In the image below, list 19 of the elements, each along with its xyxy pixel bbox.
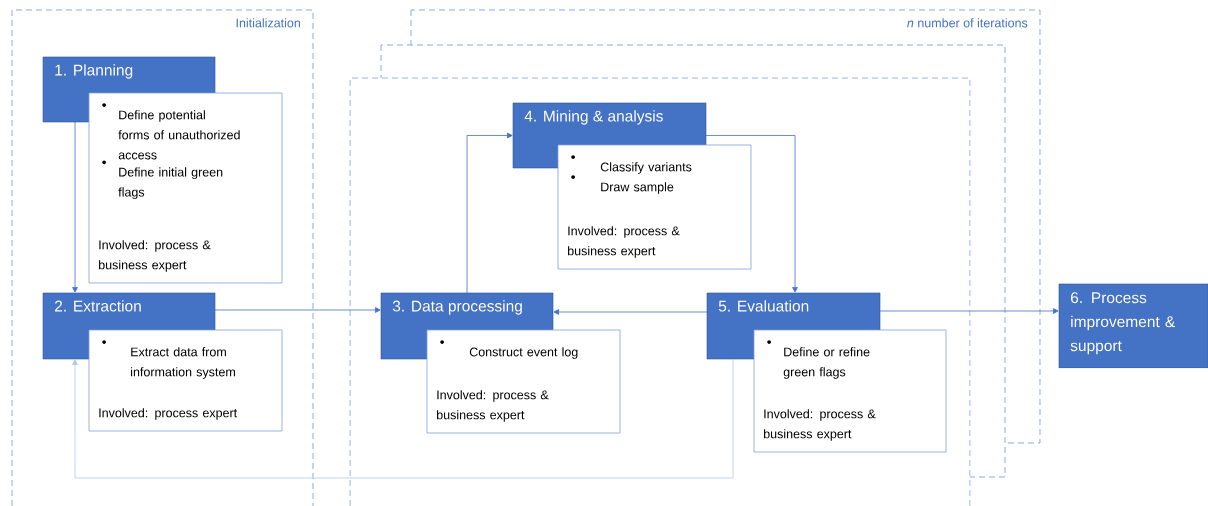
node-label: 2. Extraction xyxy=(55,300,141,312)
arrow xyxy=(72,358,734,479)
node-label: 5. Evaluation xyxy=(718,300,809,312)
step-box: 5. Evaluation Define or refine green flags Involved: process & business expert xyxy=(706,292,947,453)
node-label: 4. Mining & analysis xyxy=(524,110,663,125)
arrow xyxy=(879,308,1059,314)
node-label: 1. Planning xyxy=(55,64,133,79)
arrow xyxy=(466,132,513,294)
frame-heading: n number of iterations xyxy=(907,18,1028,28)
arrow xyxy=(553,309,708,315)
arrow xyxy=(705,135,798,293)
step-box: 6. Process improvement & support xyxy=(1058,283,1208,369)
step-box: 1. Planning Define potential forms of unauthorized access Define initial green flags Involved: process & business expert xyxy=(42,56,283,284)
arrow xyxy=(214,307,381,313)
step-box: 2. Extraction Extract data from information system Involved: process expert xyxy=(42,292,283,432)
step-box: 4. Mining & analysis Classify variants Draw sample Involved: process & business expert xyxy=(512,102,752,270)
node-label: 3. Data processing xyxy=(392,300,522,315)
arrow xyxy=(72,121,78,293)
step-box: 3. Data processing Construct event log Involved: process & business expert xyxy=(380,292,621,434)
